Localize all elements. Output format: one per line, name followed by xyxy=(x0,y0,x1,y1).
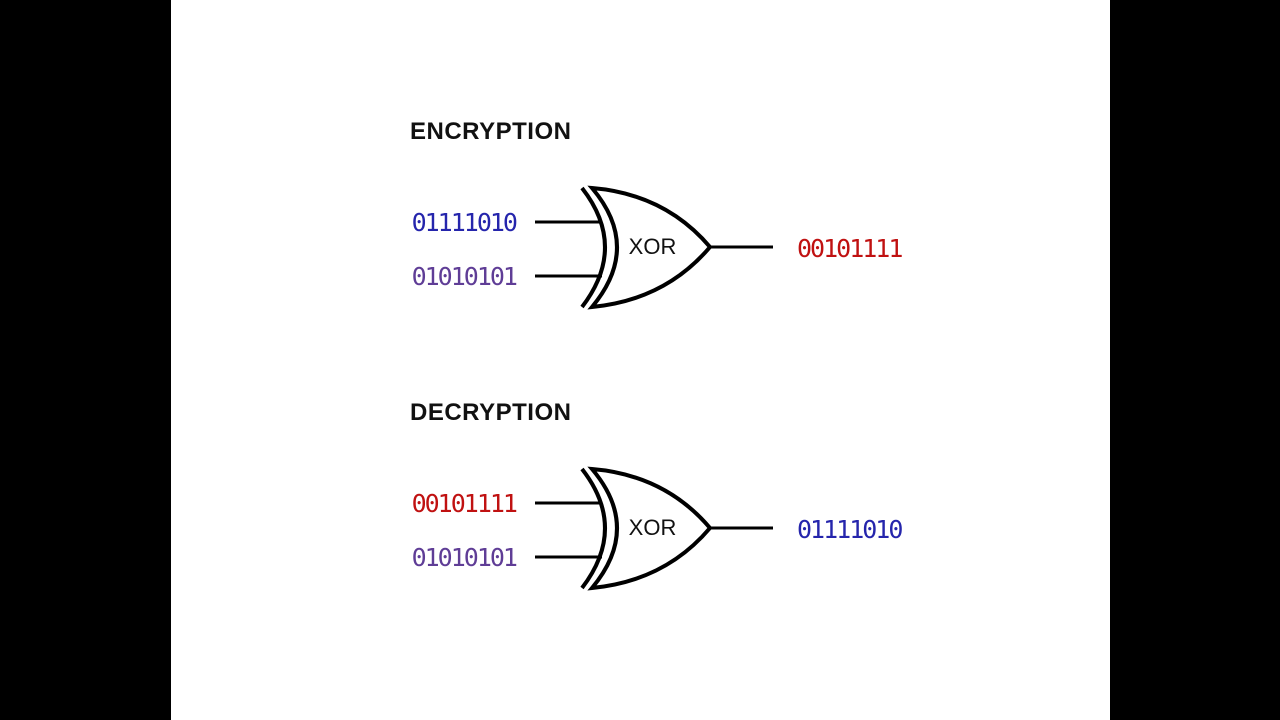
plaintext-value: 01111010 xyxy=(411,208,518,237)
ciphertext-value: 00101111 xyxy=(797,234,903,263)
encryption-title: ENCRYPTION xyxy=(410,118,572,145)
xor-gate-label: XOR xyxy=(628,234,677,259)
key-value: 01010101 xyxy=(411,262,518,291)
xor-gate-body xyxy=(587,185,713,310)
letterbox-left xyxy=(0,0,171,720)
decryption-title: DECRYPTION xyxy=(410,399,572,426)
xor-gate-extra-arc xyxy=(580,467,607,590)
decryption-section: DECRYPTION XOR 00101111 01010101 0111101… xyxy=(0,281,1280,621)
ciphertext-value: 00101111 xyxy=(411,489,518,518)
xor-gate-extra-arc xyxy=(580,186,607,309)
encryption-section: ENCRYPTION XOR 01111010 01010101 0010111… xyxy=(0,0,1280,340)
xor-gate xyxy=(535,466,773,591)
xor-gate-label: XOR xyxy=(628,515,677,540)
plaintext-value: 01111010 xyxy=(797,515,903,544)
letterbox-right xyxy=(1110,0,1280,720)
key-value: 01010101 xyxy=(411,543,518,572)
xor-gate xyxy=(535,185,773,310)
xor-gate-body xyxy=(587,466,713,591)
